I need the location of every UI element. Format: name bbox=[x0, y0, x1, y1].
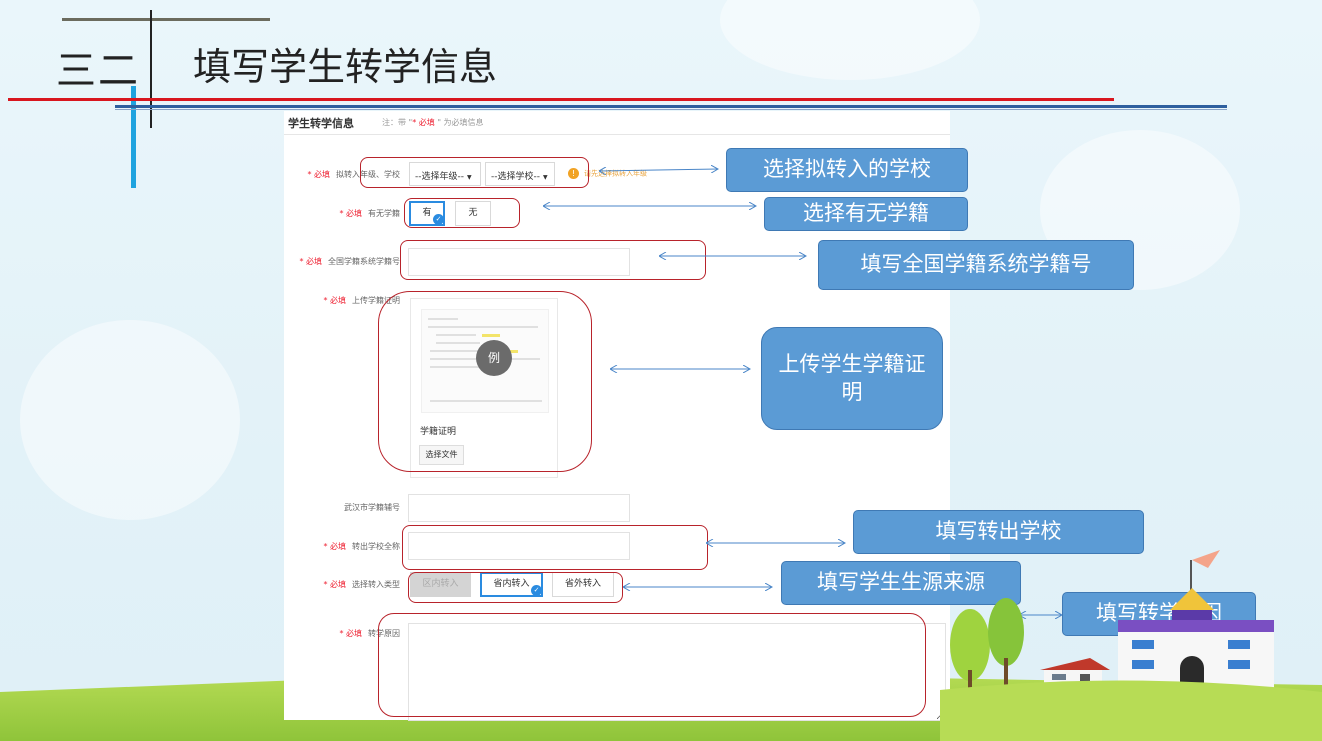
slide-number: 三二 bbox=[56, 48, 140, 94]
form-header: 学生转学信息 注：带 "* 必填 " 为必填信息 bbox=[284, 111, 950, 135]
wuhan-id-input[interactable] bbox=[408, 494, 630, 522]
header-top-line bbox=[62, 18, 270, 21]
transfer-form-panel: 学生转学信息 注：带 "* 必填 " 为必填信息 * 必填拟转入年级、学校 --… bbox=[284, 111, 950, 721]
national-id-label: * 必填全国学籍系统学籍号 bbox=[299, 257, 400, 266]
highlight-grade-school bbox=[360, 157, 589, 188]
background-bubble bbox=[20, 320, 240, 520]
transfer-type-province[interactable]: 省内转入✓ bbox=[480, 572, 543, 597]
highlight-from-school bbox=[402, 525, 708, 570]
required-mark: * 必填 bbox=[339, 629, 362, 638]
form-note-required: * 必填 bbox=[412, 118, 435, 127]
form-title: 学生转学信息 bbox=[288, 117, 354, 130]
callout-upload-proof: 上传学生学籍证明 bbox=[761, 327, 943, 430]
choose-file-button[interactable]: 选择文件 bbox=[419, 445, 464, 465]
grade-school-label: * 必填拟转入年级、学校 bbox=[307, 170, 400, 179]
has-record-option-no[interactable]: 无 bbox=[455, 201, 491, 226]
highlight-reason bbox=[378, 613, 926, 717]
required-mark: * 必填 bbox=[323, 542, 346, 551]
highlight-national-id bbox=[400, 240, 706, 280]
reason-textarea[interactable] bbox=[408, 623, 946, 721]
header-red-line bbox=[8, 98, 1114, 101]
upload-box: 例 学籍证明 选择文件 bbox=[410, 298, 558, 478]
national-id-input[interactable] bbox=[408, 248, 630, 276]
highlight-has-record bbox=[404, 198, 520, 228]
grade-select[interactable]: --选择年级--▼ bbox=[409, 162, 481, 186]
highlight-upload bbox=[378, 291, 592, 472]
form-note-suffix: " 为必填信息 bbox=[434, 118, 484, 127]
required-mark: * 必填 bbox=[323, 580, 346, 589]
example-badge: 例 bbox=[476, 340, 512, 376]
form-note-prefix: 注：带 " bbox=[382, 118, 413, 127]
required-mark: * 必填 bbox=[299, 257, 322, 266]
slide-title: 填写学生转学信息 bbox=[193, 45, 498, 89]
reason-label: * 必填转学原因 bbox=[339, 629, 400, 638]
transfer-type-label: * 必填选择转入类型 bbox=[323, 580, 400, 589]
warning-icon: ! bbox=[568, 168, 579, 179]
check-icon: ✓ bbox=[433, 214, 444, 225]
callout-fill-source: 填写学生生源来源 bbox=[781, 561, 1021, 605]
required-mark: * 必填 bbox=[323, 296, 346, 305]
example-preview-image[interactable]: 例 bbox=[421, 309, 549, 413]
callout-fill-national-id: 填写全国学籍系统学籍号 bbox=[818, 240, 1134, 290]
check-icon: ✓ bbox=[531, 585, 542, 596]
chevron-down-icon: ▼ bbox=[543, 174, 548, 181]
required-mark: * 必填 bbox=[307, 170, 330, 179]
header-blue-vertical bbox=[131, 86, 136, 188]
has-record-label: * 必填有无学籍 bbox=[339, 209, 400, 218]
has-record-option-yes[interactable]: 有✓ bbox=[409, 201, 445, 226]
callout-fill-from-school: 填写转出学校 bbox=[853, 510, 1144, 554]
wuhan-id-label: 武汉市学籍辅号 bbox=[344, 503, 400, 512]
header-blue-line-thin bbox=[115, 109, 1227, 110]
callout-choose-school: 选择拟转入的学校 bbox=[726, 148, 968, 192]
arrow-choose-school bbox=[600, 169, 718, 171]
school-select[interactable]: --选择学校--▼ bbox=[485, 162, 555, 186]
highlight-transfer-type bbox=[408, 572, 623, 603]
transfer-type-district: 区内转入 bbox=[410, 572, 471, 597]
from-school-label: * 必填转出学校全称 bbox=[323, 542, 400, 551]
transfer-type-out-province[interactable]: 省外转入 bbox=[552, 572, 614, 597]
header-vertical-line bbox=[150, 10, 152, 128]
upload-caption: 学籍证明 bbox=[420, 427, 457, 437]
header-blue-line bbox=[115, 105, 1227, 108]
callout-choose-record: 选择有无学籍 bbox=[764, 197, 968, 231]
chevron-down-icon: ▼ bbox=[467, 174, 472, 181]
upload-label: * 必填上传学籍证明 bbox=[323, 296, 400, 305]
school-scenery bbox=[940, 550, 1322, 741]
required-mark: * 必填 bbox=[339, 209, 362, 218]
from-school-input[interactable] bbox=[408, 532, 630, 560]
form-note: 注：带 "* 必填 " 为必填信息 bbox=[382, 117, 484, 128]
